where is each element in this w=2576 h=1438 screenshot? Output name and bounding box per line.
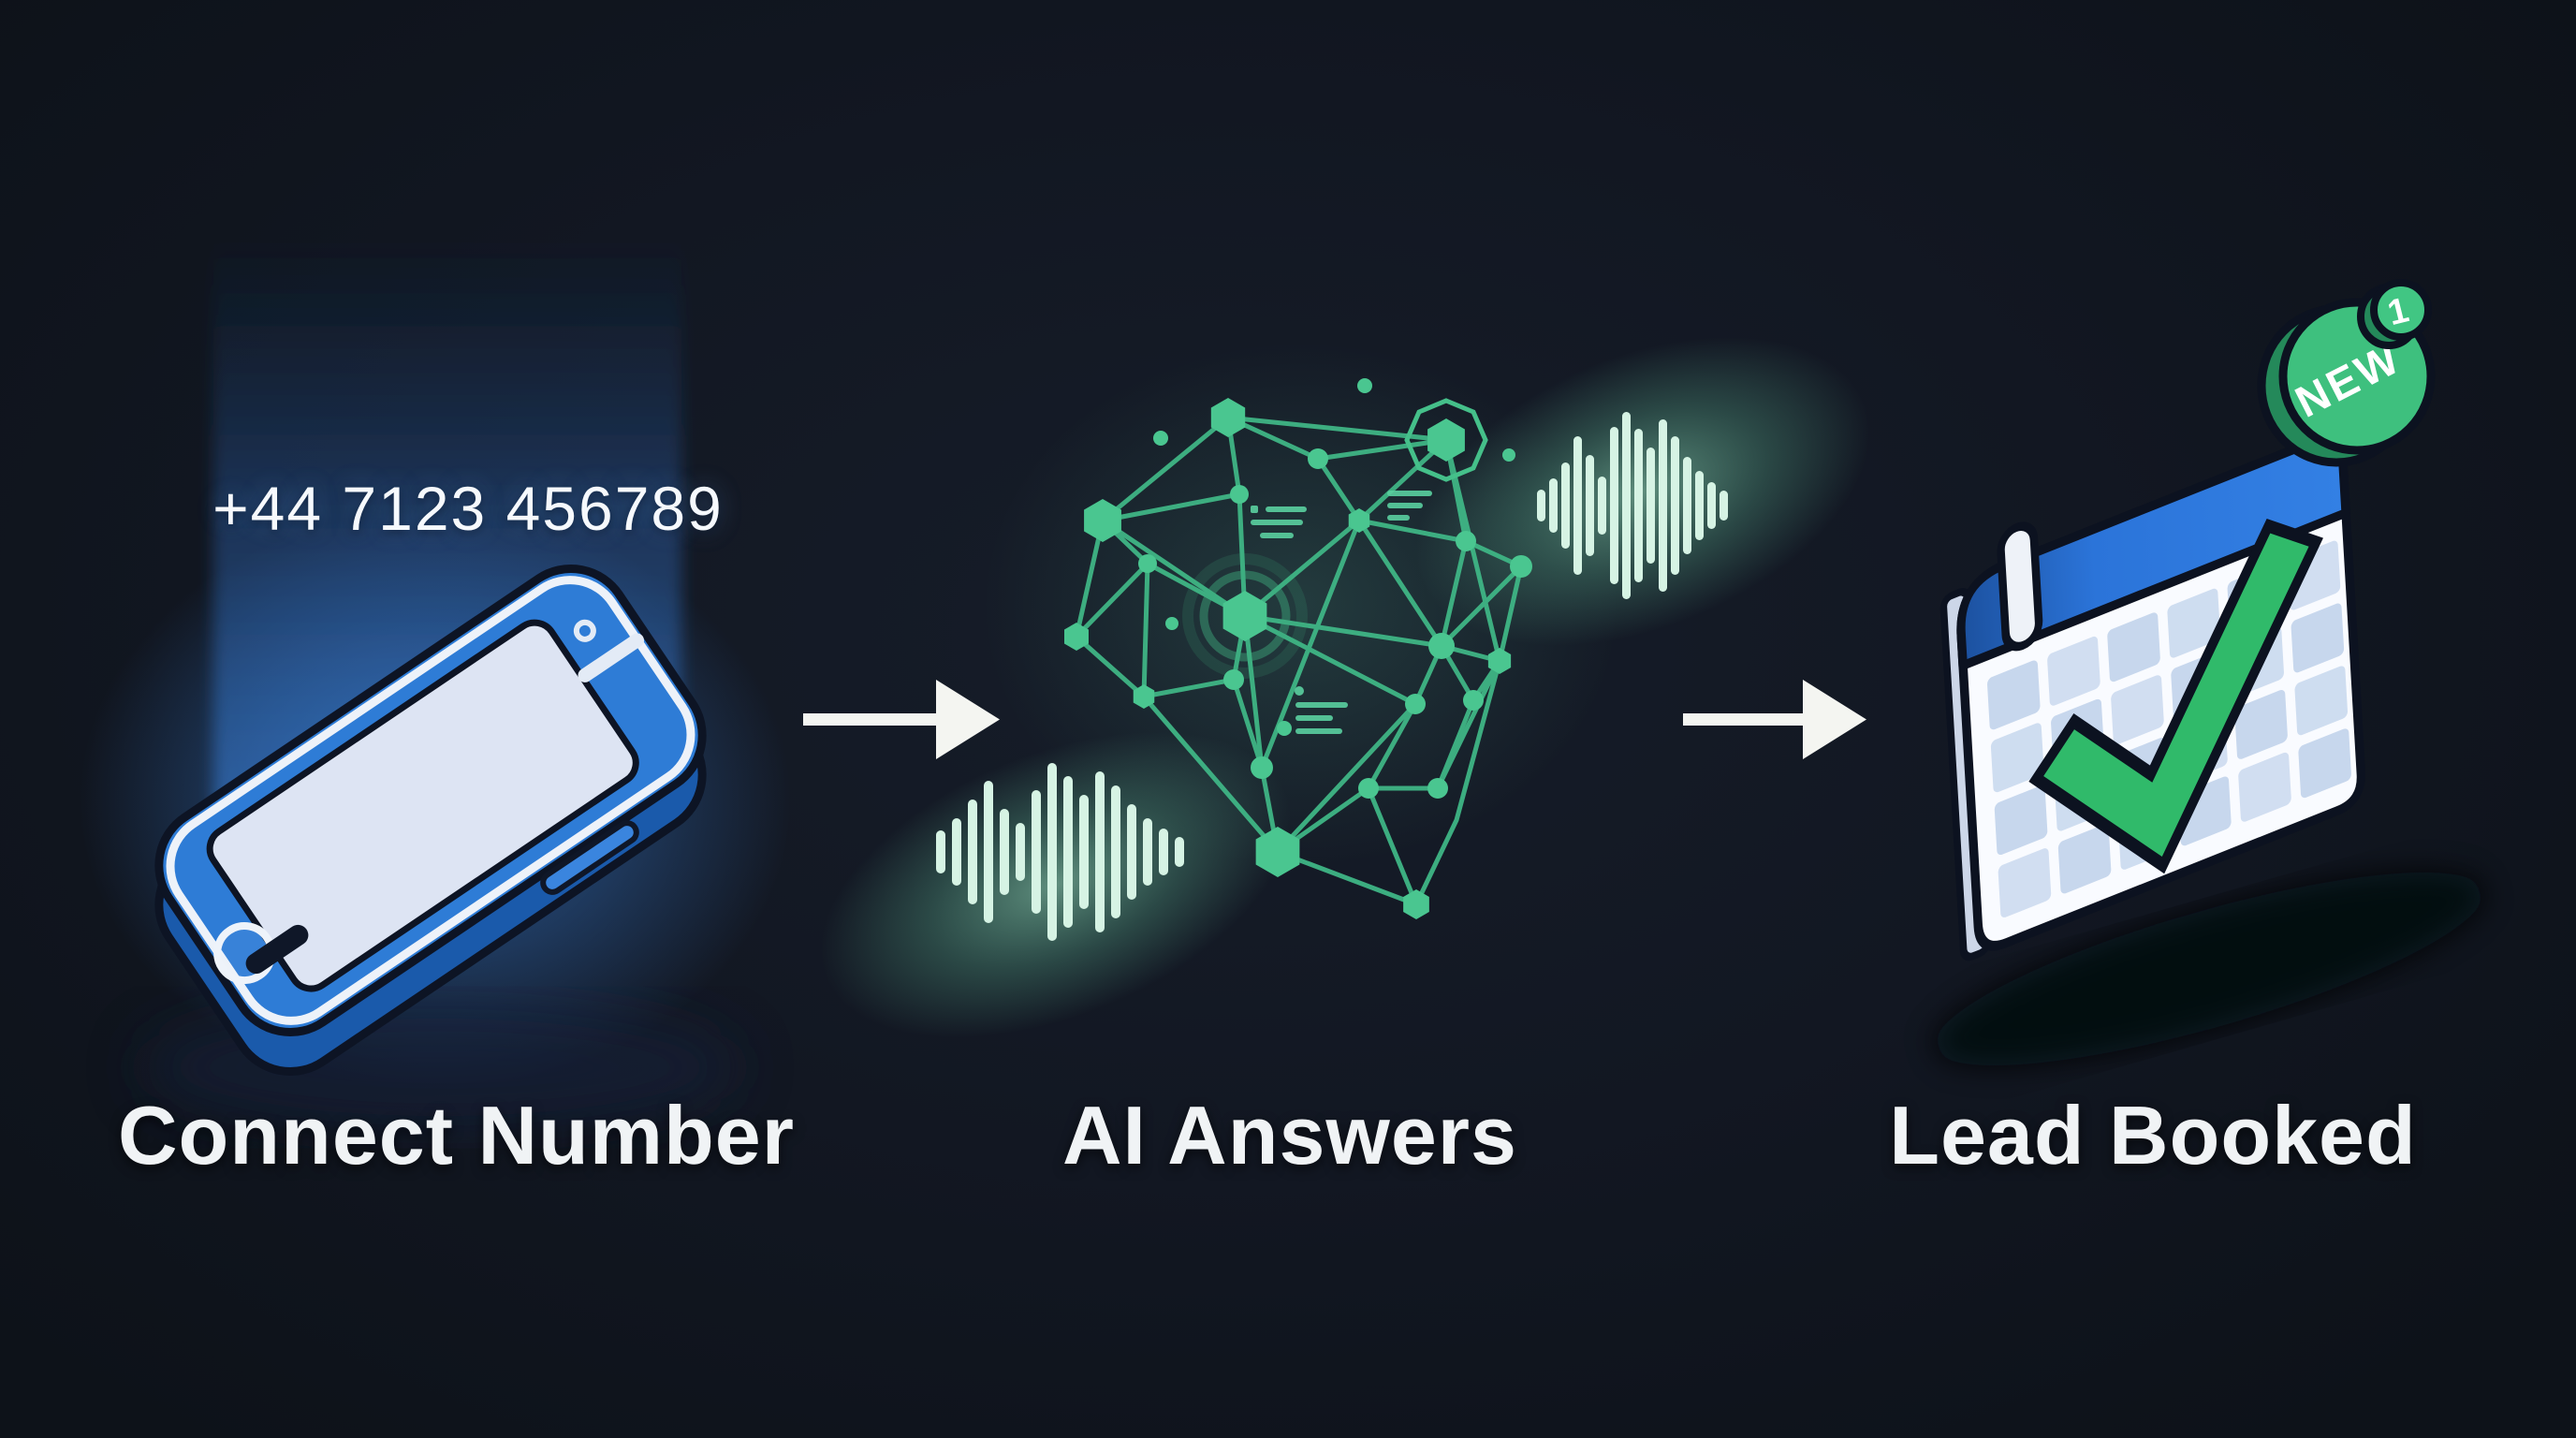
earpiece-speaker	[578, 633, 645, 682]
data-list-glyph-1	[1251, 506, 1307, 538]
calendar-peg	[1997, 521, 2043, 652]
flow-arrow-1	[803, 680, 1000, 759]
arrow-shaft	[1683, 713, 1805, 726]
data-list-glyph-2	[1387, 491, 1432, 521]
speaker-slot	[245, 924, 309, 975]
data-list-glyph-3	[1295, 686, 1348, 734]
checkmark-icon	[2028, 518, 2323, 874]
node-octagon-ring	[1404, 398, 1488, 482]
voice-waveform-left	[936, 763, 1184, 941]
camera-dot-icon	[573, 619, 596, 642]
step-label-ai-answers: AI Answers	[1061, 1089, 1517, 1181]
voice-waveform-right	[1537, 412, 1728, 599]
ai-network-icon	[1064, 378, 1532, 919]
arrow-head-icon	[1803, 680, 1866, 759]
network-edges	[1074, 415, 1524, 907]
calendar-icon	[1939, 433, 2365, 961]
core-ring	[1199, 570, 1291, 662]
phone-number-text: +44 7123 456789	[212, 474, 724, 543]
notification-count-badge: 1	[2357, 279, 2432, 349]
scatter-dots	[1153, 378, 1515, 736]
core-ring-outer	[1182, 553, 1308, 679]
smartphone-icon	[154, 564, 707, 1077]
phone-bezel	[166, 576, 695, 1025]
phone-screen	[206, 619, 639, 992]
step-label-lead-booked: Lead Booked	[1889, 1089, 2417, 1181]
step-label-connect-number: Connect Number	[118, 1089, 795, 1181]
arrow-head-icon	[936, 680, 1000, 759]
side-port	[540, 820, 639, 895]
calendar-shadow	[1934, 872, 2484, 1066]
count-badge-disc	[2370, 279, 2432, 341]
arrow-shaft	[803, 713, 940, 726]
network-nodes	[1064, 398, 1532, 919]
flow-arrow-2	[1683, 680, 1866, 759]
